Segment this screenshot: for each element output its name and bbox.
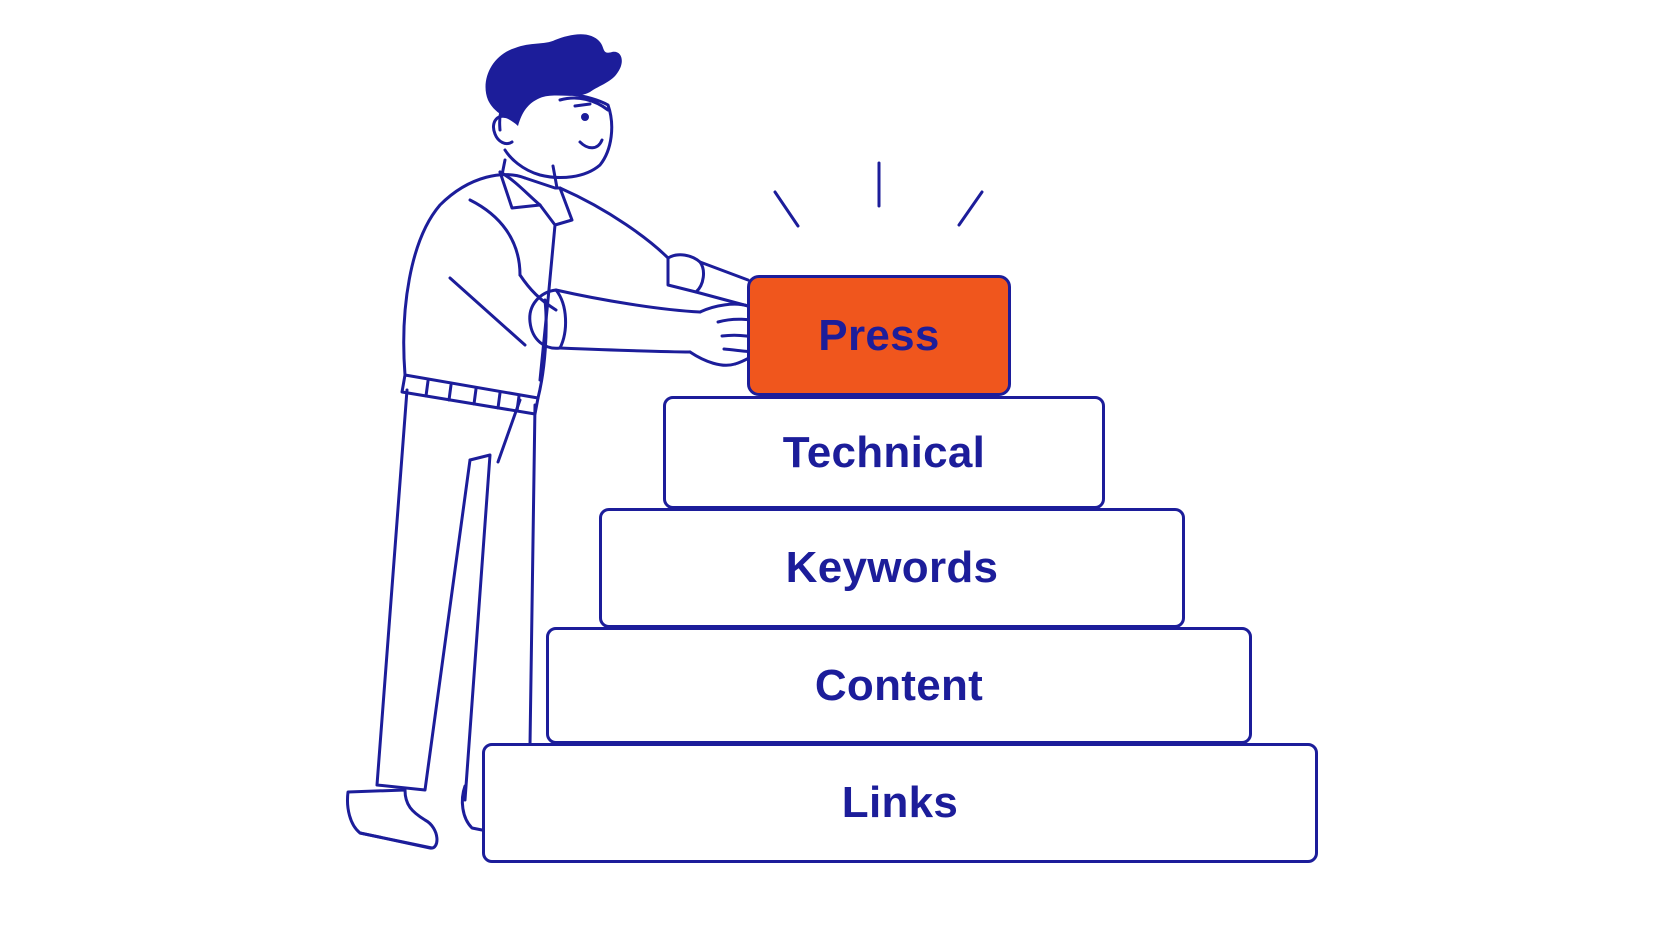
pyramid-block-content: Content bbox=[546, 627, 1252, 744]
block-label-press: Press bbox=[818, 310, 940, 360]
pyramid-block-press: Press bbox=[747, 275, 1011, 396]
emphasis-lines-icon bbox=[773, 161, 984, 228]
block-label-technical: Technical bbox=[782, 427, 986, 477]
pyramid-block-keywords: Keywords bbox=[599, 508, 1185, 628]
pyramid-block-links: Links bbox=[482, 743, 1318, 863]
block-label-keywords: Keywords bbox=[785, 543, 999, 592]
block-label-links: Links bbox=[841, 778, 959, 827]
block-label-content: Content bbox=[814, 660, 984, 710]
pyramid-block-technical: Technical bbox=[663, 396, 1105, 509]
